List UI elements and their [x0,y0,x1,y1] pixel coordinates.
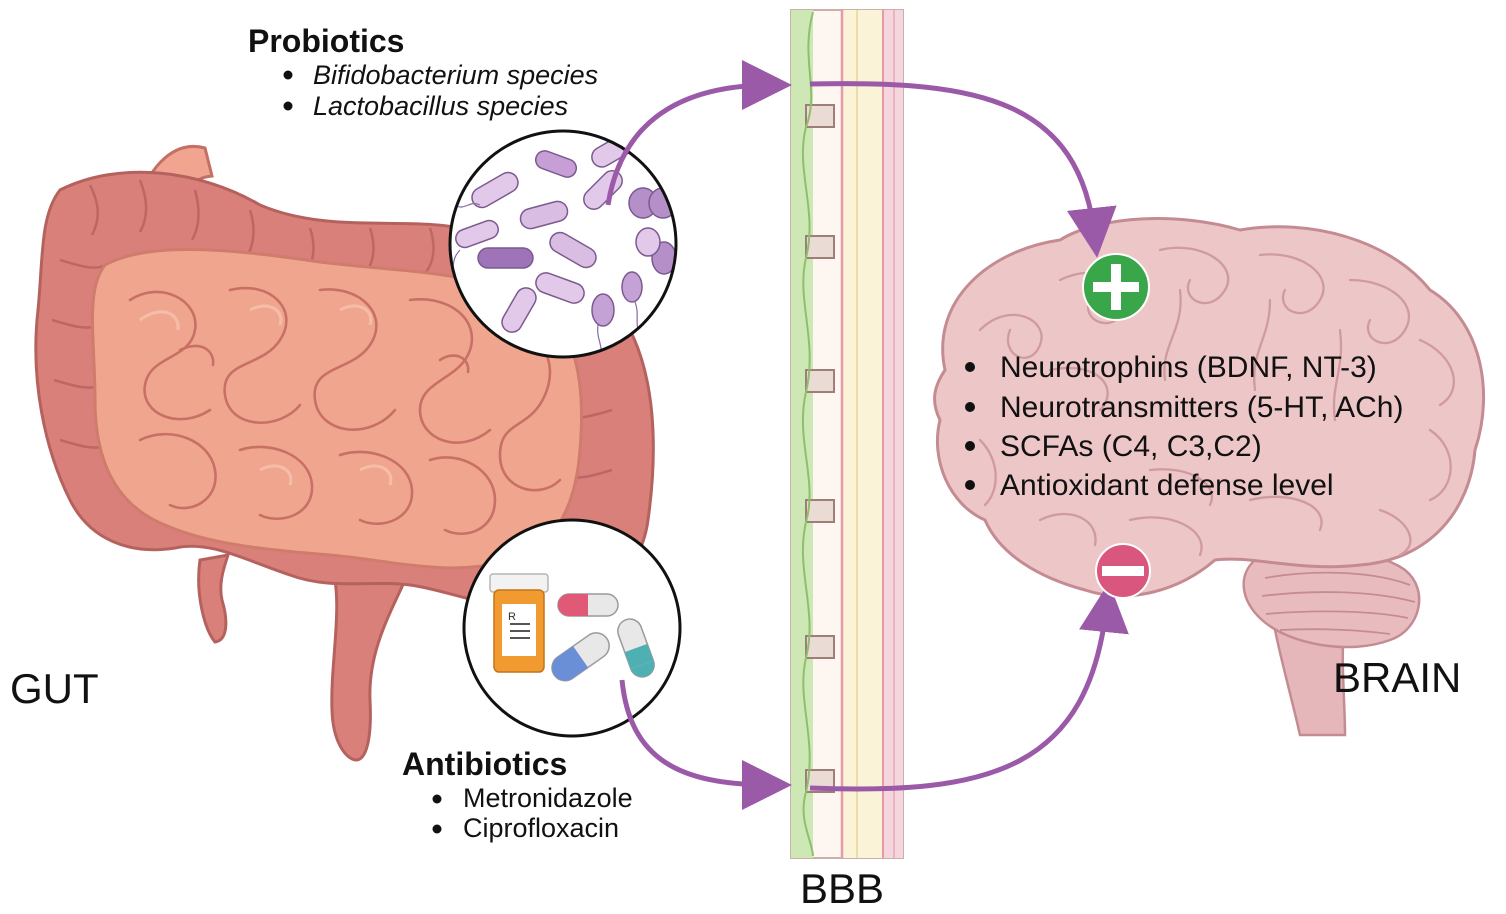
probiotics-bullet-1 [283,70,293,80]
minus-icon [1095,543,1151,599]
arrow-bbb-to-brain-positive [809,81,1117,258]
brain-effect-item-2: Neurotransmitters (5-HT, ACh) [1000,391,1403,424]
brain-bullet-3 [965,441,975,451]
bbb-label: BBB [800,865,884,912]
probiotics-bullet-2 [283,101,293,111]
arrow-bbb-to-brain-negative [809,582,1129,792]
brain-effect-item-1: Neurotrophins (BDNF, NT-3) [1000,351,1377,384]
arrow-probiotics-to-bbb [605,60,792,206]
probiotics-heading: Probiotics [248,23,404,59]
brain-bullet-1 [965,362,975,372]
antibiotics-magnifier: R [462,518,682,738]
bacteria-icon [448,129,678,359]
brain-effect-item-4: Antioxidant defense level [1000,469,1334,502]
rectum [327,558,407,762]
brain-illustration [933,217,1486,737]
capsule-icon [551,593,655,682]
gut-label: GUT [10,665,99,712]
appendix [197,553,231,644]
antibiotics-item-1: Metronidazole [463,783,633,813]
brain-bullet-4 [965,480,975,490]
arrow-antibiotics-to-bbb [619,679,792,810]
pill-bottle-icon: R [489,573,549,673]
blood-brain-barrier [790,9,904,859]
antibiotics-bullet-2 [432,824,442,834]
probiotics-item-1: Bifidobacterium species [313,60,598,90]
brain-effect-item-3: SCFAs (C4, C3,C2) [1000,430,1262,463]
antibiotics-bullet-1 [432,794,442,804]
antibiotics-item-2: Ciprofloxacin [463,813,619,843]
bbb-green-layer [791,10,813,858]
arrows [605,60,1129,810]
cerebrum [933,217,1486,598]
brain-label: BRAIN [1333,654,1461,701]
probiotics-item-2: Lactobacillus species [313,91,568,121]
brain-bullet-2 [965,402,975,412]
svg-text:R: R [508,611,516,623]
plus-icon [1082,253,1150,321]
antibiotics-heading: Antibiotics [402,746,567,782]
